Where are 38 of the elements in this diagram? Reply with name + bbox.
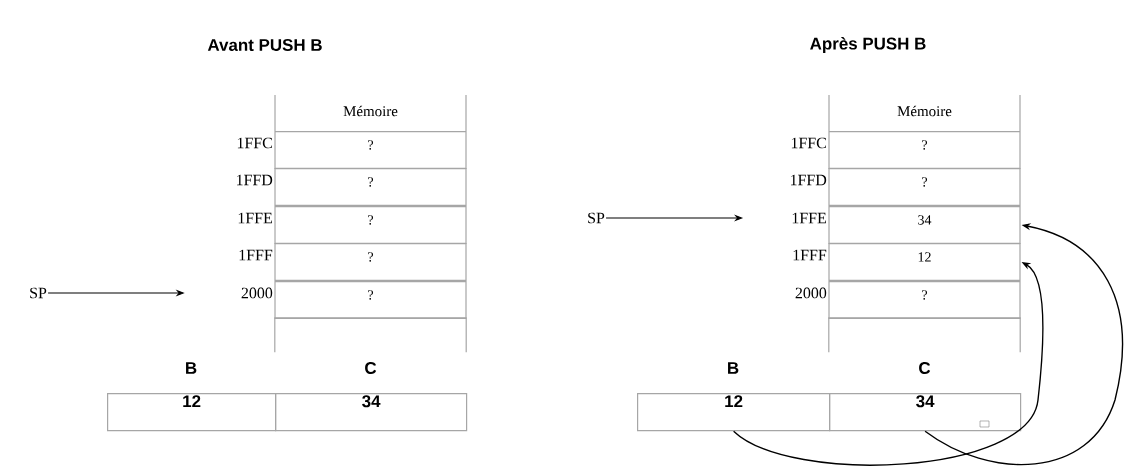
memory-value: ? — [828, 131, 1021, 169]
memory-value: ? — [828, 281, 1021, 319]
address-label: 2000 — [241, 287, 273, 299]
pointer-label: SP — [588, 212, 605, 224]
pointer-label: SP — [30, 287, 47, 299]
memory-value: 12 — [828, 243, 1021, 281]
address-label: 1FFE — [792, 212, 826, 224]
memory-value: ? — [274, 206, 467, 244]
memory-value: ? — [274, 243, 467, 281]
address-label: 1FFD — [237, 174, 273, 186]
address-label: 1FFF — [239, 249, 273, 261]
memory-value: ? — [274, 131, 467, 169]
empty-memory-cell — [274, 317, 467, 353]
address-label: 1FFE — [238, 212, 272, 224]
empty-memory-cell — [828, 317, 1021, 353]
column-header: Mémoire — [897, 105, 952, 117]
register-cell: B 12 — [107, 362, 277, 432]
panel-title: Avant PUSH B — [207, 39, 322, 51]
arrow — [732, 262, 1044, 466]
column-header: Mémoire — [343, 105, 398, 117]
address-label: 1FFC — [791, 137, 826, 149]
panel-title: Après PUSH B — [810, 37, 926, 53]
address-label: 1FFC — [237, 137, 272, 149]
node-label: C — [365, 361, 377, 374]
register-cell: C 34 — [829, 362, 1022, 432]
address-label: 1FFD — [791, 174, 827, 186]
memory-value: ? — [274, 168, 467, 206]
address-label: 1FFF — [793, 249, 827, 261]
register-cell: B 12 — [637, 362, 831, 432]
node-label: B — [728, 362, 739, 374]
register-cell: C 34 — [275, 362, 468, 432]
memory-value: 34 — [828, 206, 1021, 244]
memory-value: ? — [828, 168, 1021, 206]
address-label: 2000 — [795, 287, 827, 299]
memory-value: ? — [274, 281, 467, 319]
node-label: B — [186, 362, 197, 374]
node-label: C — [919, 361, 931, 374]
arrow — [924, 223, 1123, 466]
